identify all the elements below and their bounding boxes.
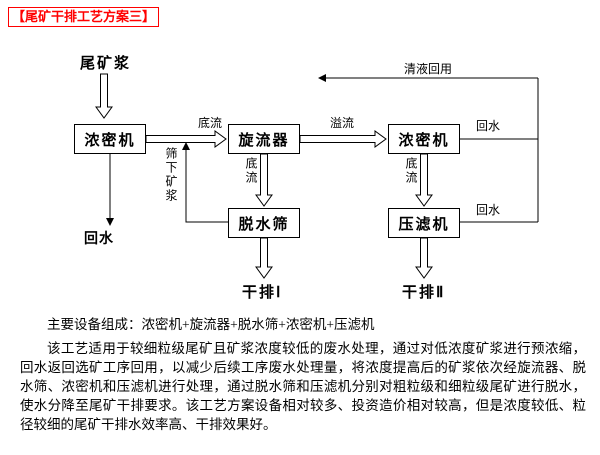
label-return-water-left: 回水	[84, 230, 114, 246]
label-clear-liquid-reuse: 清液回用	[404, 62, 453, 76]
label-overflow: 溢流	[330, 116, 355, 130]
label-underflow-left: 底流	[198, 116, 223, 130]
equipment-summary: 主要设备组成：浓密机+旋流器+脱水筛+浓密机+压滤机	[47, 317, 375, 332]
label-return-water-top-right: 回水	[476, 119, 501, 133]
arrowhead-return-water-left	[106, 218, 114, 226]
node-cyclone: 旋流器	[228, 124, 300, 154]
node-tailings-slurry: 尾矿浆	[80, 55, 132, 72]
arrowhead-clear-liquid-reuse	[318, 74, 326, 82]
line-screen-underflow-return	[185, 150, 228, 223]
line-return-water-loop	[326, 77, 539, 223]
node-dewatering-screen: 脱水筛	[228, 208, 300, 238]
node-filter-press: 压滤机	[388, 208, 460, 238]
label-return-water-bottom-right: 回水	[476, 203, 501, 217]
page-title: 【尾矿干排工艺方案三】	[8, 7, 160, 27]
label-underflow-right: 底流	[404, 157, 418, 185]
arrow-feed-to-thickener-left	[95, 73, 113, 119]
arrow-screen-to-dry-discharge-1	[255, 237, 273, 279]
node-thickener-right: 浓密机	[388, 124, 460, 154]
arrow-cyclone-to-thickener-right	[299, 130, 387, 148]
arrow-press-to-dry-discharge-2	[415, 237, 433, 279]
label-screen-underflow-slurry: 筛下矿浆	[164, 147, 178, 203]
arrow-cyclone-to-screen	[255, 153, 273, 207]
node-thickener-left: 浓密机	[74, 124, 146, 154]
label-dry-discharge-1: 干排Ⅰ	[242, 284, 283, 301]
arrow-thickener-right-to-press	[415, 153, 433, 207]
description-section: 主要设备组成：浓密机+旋流器+脱水筛+浓密机+压滤机 该工艺适用于较细粒级尾矿且…	[0, 312, 600, 434]
arrowhead-screen-underflow	[182, 142, 190, 150]
label-underflow-cyclone: 底流	[244, 157, 258, 185]
arrow-thickener-left-to-cyclone	[145, 130, 227, 148]
process-description: 该工艺适用于较细粒级尾矿且矿浆浓度较低的废水处理，通过对低浓度矿浆进行预浓缩，回…	[20, 341, 586, 432]
label-dry-discharge-2: 干排Ⅱ	[402, 284, 446, 301]
